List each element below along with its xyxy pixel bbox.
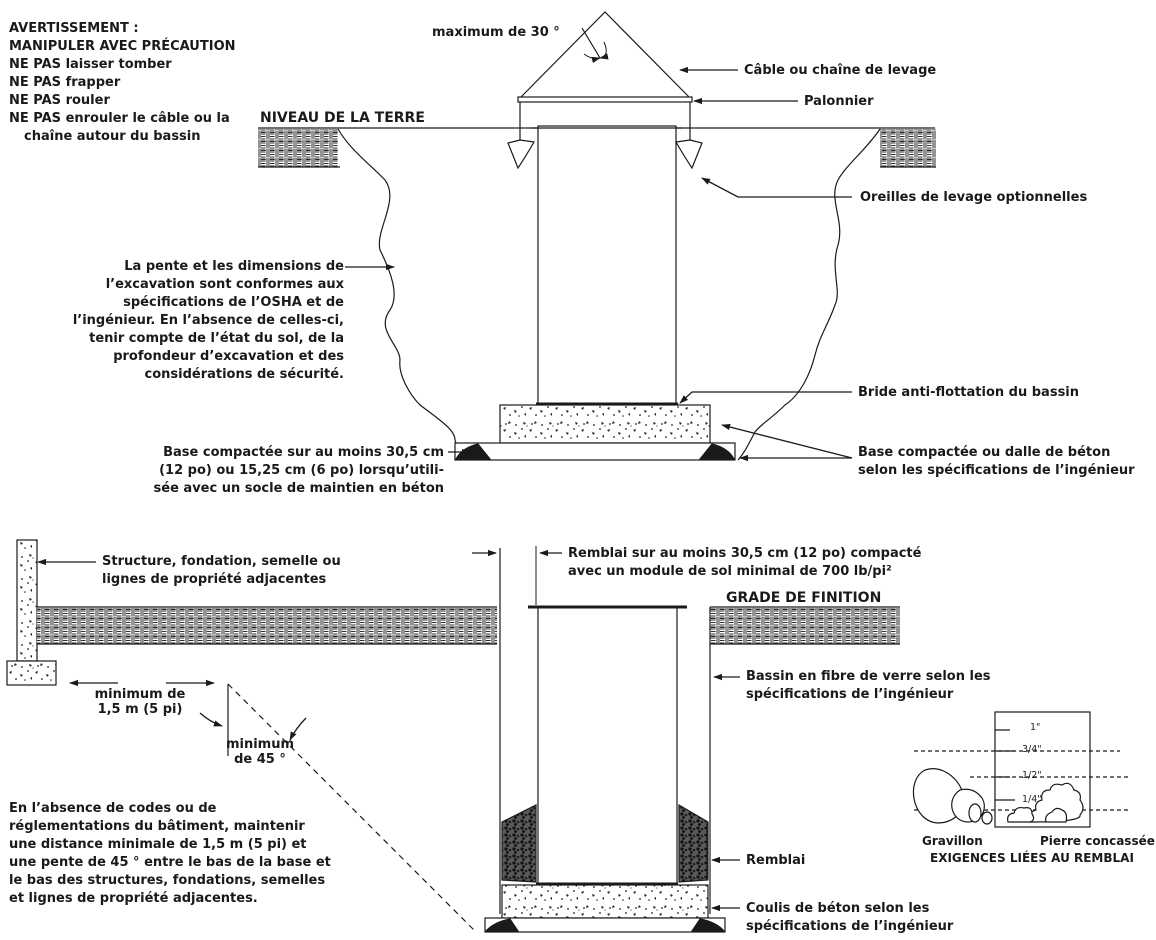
warning-line-3: NE PAS frapper: [9, 75, 121, 90]
cable-label: Câble ou chaîne de levage: [744, 63, 937, 78]
spreader-label: Palonnier: [804, 94, 874, 109]
structure-label-1: Structure, fondation, semelle ou: [102, 554, 341, 569]
excavation-note-1: La pente et les dimensions de: [124, 259, 344, 274]
min-angle-2: de 45 °: [234, 752, 286, 767]
min-angle-1: minimum: [225, 737, 295, 752]
gauge-tick-1: 1": [1030, 722, 1041, 733]
code-note-5: le bas des structures, fondations, semel…: [9, 873, 326, 888]
gauge-tick-1-4: 1/4": [1022, 794, 1042, 805]
code-note-1: En l’absence de codes ou de: [9, 801, 217, 816]
excavation-note-7: considérations de sécurité.: [144, 367, 344, 382]
backfill-req-2: avec un module de sol minimal de 700 lb/…: [568, 564, 892, 579]
backfill-requirements-title: EXIGENCES LIÉES AU REMBLAI: [930, 851, 1134, 865]
backfill-label: Remblai: [746, 853, 806, 868]
base-left-2: (12 po) ou 15,25 cm (6 po) lorsqu’utili-: [159, 463, 444, 478]
warning-line-4: NE PAS rouler: [9, 93, 110, 108]
excavation-note-2: l’excavation sont conformes aux: [105, 277, 344, 292]
code-note-3: une distance minimale de 1,5 m (5 pi) et: [9, 837, 307, 852]
grout-label-2: spécifications de l’ingénieur: [746, 919, 954, 934]
excavation-note-4: l’ingénieur. En l’absence de celles-ci,: [72, 313, 344, 328]
warning-title: AVERTISSEMENT :: [9, 21, 139, 36]
warning-line-5: NE PAS enrouler le câble ou la: [9, 111, 230, 126]
ground-level-label: NIVEAU DE LA TERRE: [260, 110, 425, 126]
excavation-note-5: tenir compte de l’état du sol, de la: [89, 331, 344, 346]
base-left-1: Base compactée sur au moins 30,5 cm: [163, 445, 444, 460]
crushed-stone-label: Pierre concassée: [1040, 834, 1155, 848]
max-angle-label: maximum de 30 °: [432, 25, 560, 40]
excavation-note-6: profondeur d’excavation et des: [113, 349, 344, 364]
code-note-6: et lignes de propriété adjacentes.: [9, 891, 258, 906]
min-distance-1: minimum de: [94, 687, 186, 702]
excavation-note-3: spécifications de l’OSHA et de: [123, 295, 344, 310]
grout-label-1: Coulis de béton selon les: [746, 901, 930, 916]
base-right-1: Base compactée ou dalle de béton: [858, 445, 1111, 460]
gauge-tick-1-2: 1/2": [1022, 770, 1042, 781]
lifting-ears-label: Oreilles de levage optionnelles: [860, 190, 1088, 205]
fiberglass-label-1: Bassin en fibre de verre selon les: [746, 669, 991, 684]
warning-line-2: NE PAS laisser tomber: [9, 57, 172, 72]
warning-line-1: MANIPULER AVEC PRÉCAUTION: [9, 39, 236, 54]
finish-grade-label: GRADE DE FINITION: [726, 590, 882, 606]
structure-label-2: lignes de propriété adjacentes: [102, 572, 327, 587]
base-right-2: selon les spécifications de l’ingénieur: [858, 463, 1135, 478]
fiberglass-label-2: spécifications de l’ingénieur: [746, 687, 954, 702]
gauge-tick-3-4: 3/4": [1022, 744, 1042, 755]
min-distance-2: 1,5 m (5 pi): [97, 702, 183, 717]
flange-label: Bride anti-flottation du bassin: [858, 385, 1080, 400]
gravel-label: Gravillon: [922, 834, 983, 848]
warning-line-6: chaîne autour du bassin: [24, 129, 201, 144]
base-left-3: sée avec un socle de maintien en béton: [153, 481, 444, 496]
backfill-req-1: Remblai sur au moins 30,5 cm (12 po) com…: [568, 546, 922, 561]
code-note-2: réglementations du bâtiment, maintenir: [9, 819, 305, 834]
code-note-4: une pente de 45 ° entre le bas de la bas…: [9, 855, 331, 870]
